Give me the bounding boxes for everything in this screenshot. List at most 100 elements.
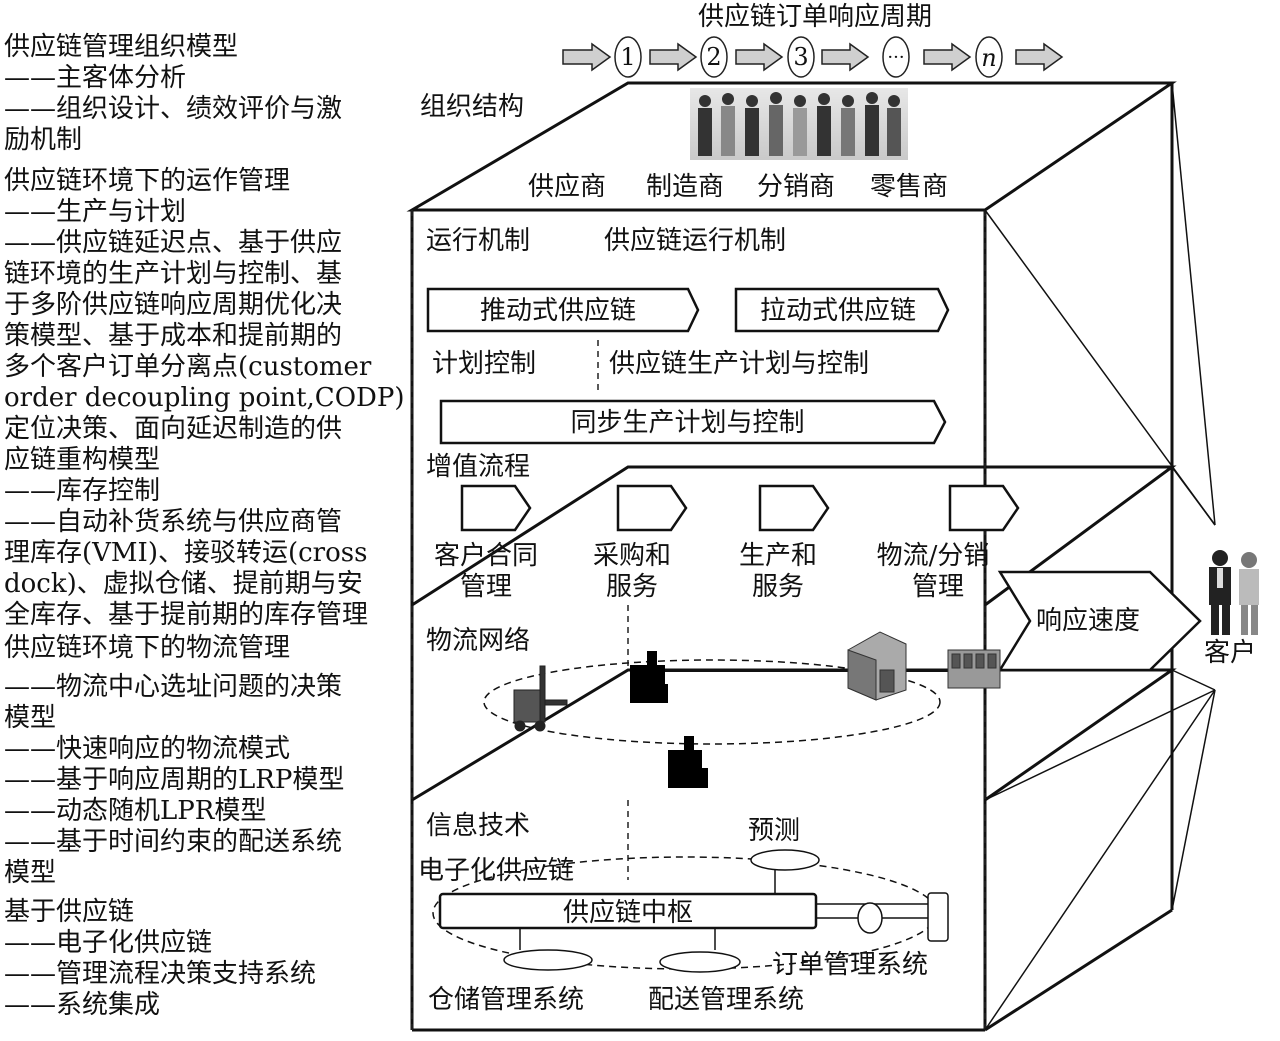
left-text-line: ——供应链延迟点、基于供应 xyxy=(4,228,343,258)
left-text-line: dock)、虚拟仓储、提前期与安 xyxy=(4,569,363,599)
left-text-line: 供应链管理组织模型 xyxy=(4,32,239,62)
left-text-line: 于多阶供应链响应周期优化决 xyxy=(4,290,343,320)
left-text-line: ——基于时间约束的配送系统 xyxy=(4,827,343,857)
cycle-arrow-4 xyxy=(821,42,870,72)
cycle-arrow-1 xyxy=(562,42,612,72)
cycle-step-label-5: n xyxy=(981,44,996,72)
cycle-step-label-3: 3 xyxy=(793,43,808,71)
cycle-arrows xyxy=(562,42,1064,72)
it-network xyxy=(432,849,949,973)
left-text-line: ——物流中心选址问题的决策 xyxy=(4,672,343,702)
left-text-line: 基于供应链 xyxy=(4,897,135,927)
left-text-line: 模型 xyxy=(4,703,57,733)
forecast-label: 预测 xyxy=(748,816,801,846)
customer-icon xyxy=(1209,550,1259,635)
cycle-step-label-1: 1 xyxy=(620,43,635,71)
left-text-line: 供应链环境下的物流管理 xyxy=(4,633,291,663)
hub-connector-node xyxy=(857,902,883,934)
value-step-4-line2: 管理 xyxy=(911,572,964,602)
response-speed-label: 响应速度 xyxy=(1036,606,1141,636)
warehouse-icon xyxy=(847,631,907,701)
value-step-3-line2: 服务 xyxy=(751,572,804,602)
organization-title: 组织结构 xyxy=(420,92,525,122)
left-text-line: 供应链环境下的运作管理 xyxy=(4,166,291,196)
warehouse-node xyxy=(503,949,593,971)
warehouse-mgmt-label: 仓储管理系统 xyxy=(428,985,585,1015)
left-text-line: 理库存(VMI)、接驳转运(cross xyxy=(4,538,368,568)
cycle-step-circle-2 xyxy=(700,36,728,78)
left-text-line: ——系统集成 xyxy=(4,990,161,1020)
plan-control-label: 计划控制 xyxy=(432,349,537,379)
left-text-line: ——基于响应周期的LRP模型 xyxy=(4,765,345,795)
cycle-title: 供应链订单响应周期 xyxy=(697,2,932,32)
left-text-line: ——自动补货系统与供应商管 xyxy=(4,507,343,537)
plan-control-title: 供应链生产计划与控制 xyxy=(609,349,870,379)
cycle-arrow-2 xyxy=(649,42,698,72)
value-step-3-line1: 生产和 xyxy=(738,541,817,571)
hub-label: 供应链中枢 xyxy=(562,898,693,928)
forklift-icon xyxy=(513,665,568,732)
hub-bar xyxy=(438,892,818,930)
left-text-line: ——管理流程决策支持系统 xyxy=(4,959,317,989)
cycle-step-circle-3 xyxy=(787,36,815,78)
left-text-line: ——库存控制 xyxy=(4,476,161,506)
store-icon xyxy=(947,649,1001,689)
pull-chain-label: 拉动式供应链 xyxy=(759,296,916,326)
value-flow-layer-face xyxy=(411,465,1177,607)
value-step-4-line1: 物流/分销 xyxy=(876,541,990,571)
left-text-line: 全库存、基于提前期的库存管理 xyxy=(4,600,369,630)
delivery-mgmt-label: 配送管理系统 xyxy=(648,985,805,1015)
push-chain-label: 推动式供应链 xyxy=(479,296,636,326)
left-text-line: 多个客户订单分离点(customer xyxy=(4,352,372,382)
member-retailer: 零售商 xyxy=(870,172,949,202)
people-image xyxy=(690,88,908,160)
value-flow-arrows xyxy=(460,484,1020,532)
sync-plan-label: 同步生产计划与控制 xyxy=(570,408,805,438)
response-speed-arrow xyxy=(997,570,1202,672)
delivery-node xyxy=(659,951,741,973)
cycle-step-circle-4 xyxy=(882,36,910,78)
customer-lines xyxy=(984,82,1216,1031)
it-title: 信息技术 xyxy=(426,811,531,841)
left-text-line: order decoupling point,CODP) xyxy=(4,383,405,413)
logistics-network xyxy=(483,631,1001,788)
order-mgmt-label: 订单管理系统 xyxy=(772,950,929,980)
left-text-line: ——快速响应的物流模式 xyxy=(4,734,291,764)
customer-label: 客户 xyxy=(1204,638,1257,668)
left-text-line: ——电子化供应链 xyxy=(4,928,213,958)
left-text-line: 应链重构模型 xyxy=(4,445,161,475)
logistics-title: 物流网络 xyxy=(426,626,531,656)
factory-icon-2 xyxy=(668,736,708,788)
value-step-1-line1: 客户合同 xyxy=(433,541,538,571)
layer-dashed-lines xyxy=(411,210,986,1030)
pull-chain-box xyxy=(734,287,950,333)
left-text-line: 定位决策、面向延迟制造的供 xyxy=(4,414,343,444)
value-step-1-line2: 管理 xyxy=(459,572,512,602)
value-step-2-line1: 采购和 xyxy=(592,541,671,571)
operation-arrows xyxy=(426,287,950,445)
left-text-line: ——组织设计、绩效评价与激 xyxy=(4,94,343,124)
cycle-step-circle-1 xyxy=(614,36,642,78)
left-text-line: ——主客体分析 xyxy=(4,63,187,93)
value-step-4-arrow xyxy=(948,484,1020,532)
logistics-ring xyxy=(483,659,941,745)
sync-plan-box xyxy=(439,399,947,445)
cycle-circles xyxy=(614,36,1003,78)
member-distributor: 分销商 xyxy=(757,172,836,202)
factory-icon-1 xyxy=(630,651,668,703)
left-text-line: ——生产与计划 xyxy=(4,197,187,227)
cycle-step-circle-5 xyxy=(975,36,1003,78)
push-chain-box xyxy=(426,287,700,333)
cycle-arrow-6 xyxy=(1015,42,1064,72)
member-supplier: 供应商 xyxy=(528,172,607,202)
esc-label: 电子化供应链 xyxy=(418,856,575,886)
left-text-line: 模型 xyxy=(4,858,57,888)
value-step-2-arrow xyxy=(616,484,688,532)
cycle-arrow-3 xyxy=(735,42,784,72)
value-step-3-arrow xyxy=(758,484,830,532)
left-text-line: 励机制 xyxy=(4,125,83,155)
hub-terminal xyxy=(927,892,949,942)
left-text-line: 策模型、基于成本和提前期的 xyxy=(4,321,343,351)
operation-title: 运行机制 xyxy=(426,226,531,256)
